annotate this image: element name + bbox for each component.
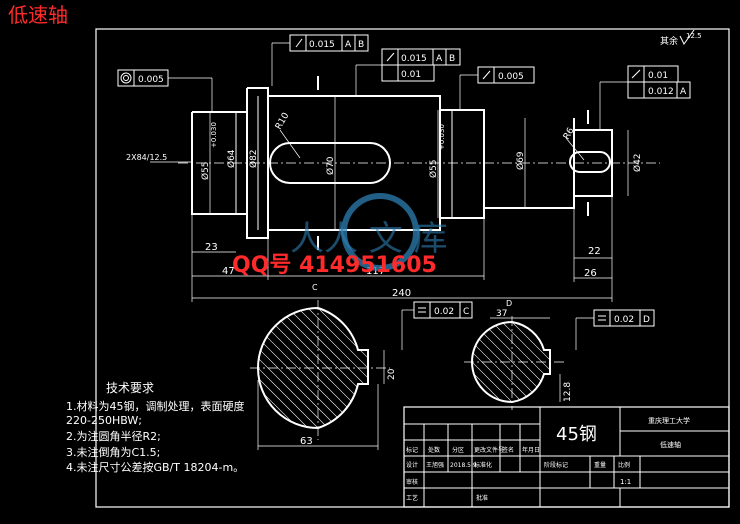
tolerance-frame-left: 0.005 [117, 69, 213, 112]
svg-text:C: C [312, 283, 318, 292]
technical-requirements: 技术要求 1.材料为45钢，调制处理，表面硬度 220-250HBW; 2.为注… [66, 381, 245, 474]
dim-d55b: Ø55 [428, 159, 439, 178]
svg-text:0.01: 0.01 [648, 71, 668, 81]
sec-d-37: 37 [496, 309, 507, 319]
title-material: 45钢 [556, 424, 597, 445]
title-school: 重庆理工大学 [648, 416, 690, 425]
sec-c-20: 20 [387, 368, 397, 380]
sec-c-63: 63 [300, 436, 313, 447]
svg-text:0.02: 0.02 [614, 315, 634, 325]
svg-text:C: C [463, 307, 469, 317]
svg-text:批准: 批准 [476, 494, 488, 502]
dim-240: 240 [392, 288, 411, 299]
sec-d-128: 12.8 [563, 382, 573, 402]
svg-text:审核: 审核 [406, 478, 418, 486]
svg-text:0.02: 0.02 [434, 307, 454, 317]
dim-47: 47 [222, 266, 235, 277]
tech-line-1: 1.材料为45钢，调制处理，表面硬度 [66, 399, 245, 413]
dim-d55: Ø55 [200, 161, 211, 180]
svg-text:0.01: 0.01 [401, 70, 421, 80]
svg-text:年月日: 年月日 [522, 446, 540, 454]
shaft-main-view: Ø55 Ø64 Ø82 Ø70 Ø55 Ø69 Ø42 +0.030 +0.03… [126, 76, 660, 302]
svg-text:比例: 比例 [618, 461, 630, 469]
title-part: 低速轴 [660, 440, 681, 449]
svg-text:更改文件号: 更改文件号 [474, 446, 504, 454]
chamfer-label: 2X84/12.5 [126, 153, 167, 162]
tolerance-frame-right: 0.01 0.012 A [599, 65, 691, 130]
svg-text:B: B [449, 54, 455, 64]
dim-d42: Ø42 [632, 153, 643, 172]
dim-d64: Ø64 [226, 149, 237, 168]
svg-text:0.015: 0.015 [309, 40, 335, 50]
svg-text:0.015: 0.015 [401, 54, 427, 64]
svg-text:A: A [345, 40, 352, 50]
svg-text:0.005: 0.005 [498, 72, 524, 82]
svg-text:标记: 标记 [406, 446, 418, 454]
tolerance-frame-mid1: 0.015 A B 0.01 [355, 48, 461, 96]
svg-text:分区: 分区 [452, 446, 464, 454]
svg-text:D: D [643, 315, 650, 325]
svg-text:工艺: 工艺 [406, 494, 418, 502]
dim-d70: Ø70 [325, 156, 336, 175]
tech-heading: 技术要求 [106, 381, 154, 395]
tol-upper-2: +0.030 [438, 124, 446, 150]
svg-text:签名: 签名 [502, 446, 514, 454]
dim-22: 22 [588, 246, 601, 257]
dim-r10: R10 [274, 111, 292, 132]
tech-line-5: 4.未注尺寸公差按GB/T 18204-m。 [66, 460, 244, 474]
svg-text:阶段标记: 阶段标记 [544, 461, 568, 469]
watermark-logo: 人人 文 库 [290, 193, 448, 271]
svg-text:0.005: 0.005 [138, 75, 164, 85]
svg-text:处数: 处数 [428, 446, 440, 454]
svg-text:重量: 重量 [594, 461, 606, 469]
title-date: 2018.5.9 [450, 462, 477, 469]
section-view-c: 63 20 0.02 C C [250, 283, 473, 450]
svg-text:B: B [358, 40, 364, 50]
tol-upper: +0.030 [210, 122, 218, 148]
svg-text:其余: 其余 [660, 35, 678, 47]
tolerance-frame-mid2: 0.005 [459, 66, 535, 110]
tech-line-3: 2.为注圆角半径R2; [66, 429, 161, 443]
title-block: 45钢 重庆理工大学 低速轴 标记 处数 分区 更改文件号 签名 年月日 设计 … [403, 406, 730, 508]
svg-text:A: A [680, 87, 687, 97]
title-scale: 1:1 [620, 478, 631, 486]
roughness-others: 其余 12.5 [660, 29, 702, 47]
dim-d69: Ø69 [515, 151, 526, 170]
dim-23: 23 [205, 242, 218, 253]
dim-117: 117 [366, 266, 385, 277]
svg-text:D: D [506, 299, 512, 308]
tech-line-2: 220-250HBW; [66, 414, 142, 427]
drawing-title: 低速轴 [8, 3, 68, 27]
svg-text:人人 文 库: 人人 文 库 [290, 219, 448, 259]
title-std: 标准化 [474, 461, 492, 469]
tech-line-4: 3.未注倒角为C1.5; [66, 445, 160, 459]
svg-text:12.5: 12.5 [686, 32, 702, 40]
watermark-qq: QQ号 414951605 [232, 253, 437, 278]
dim-d82: Ø82 [248, 149, 259, 168]
dim-26: 26 [584, 268, 597, 279]
title-designer: 王旭强 [426, 461, 444, 469]
svg-text:0.012: 0.012 [648, 87, 674, 97]
svg-text:A: A [436, 54, 443, 64]
tolerance-frame-top: 0.015 A B [271, 34, 369, 86]
svg-text:设计: 设计 [406, 461, 418, 469]
